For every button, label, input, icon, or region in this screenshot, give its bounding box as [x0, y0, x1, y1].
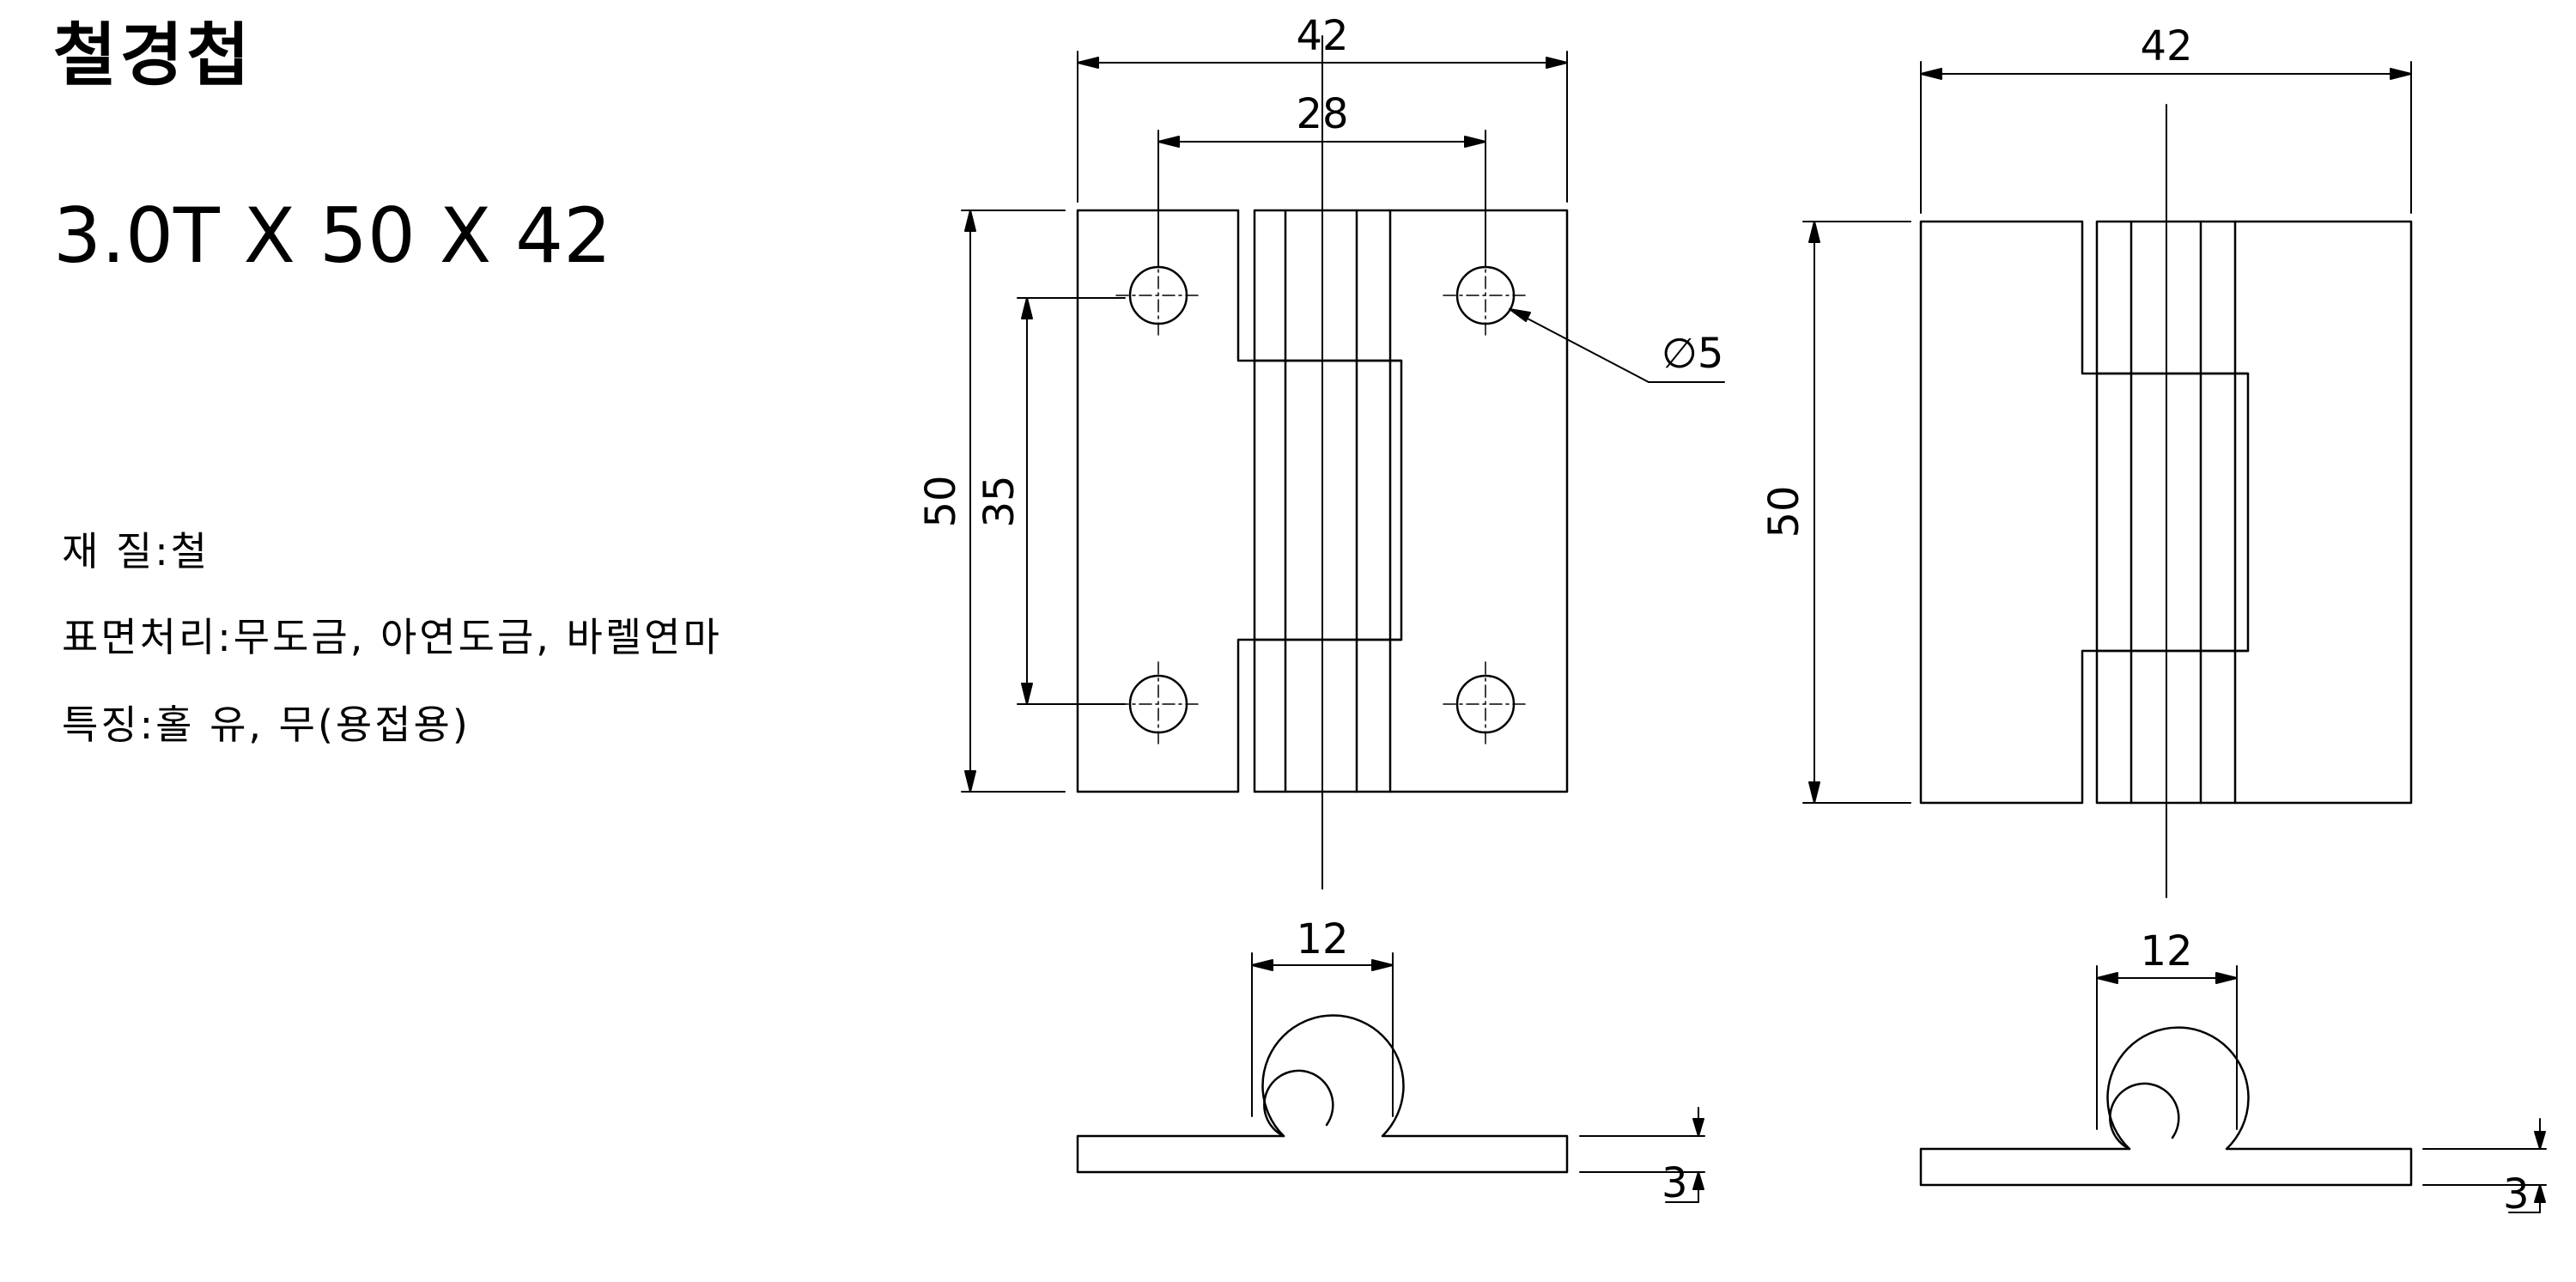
spec-material-separator: : [155, 528, 171, 574]
right-dim-overall-height [1802, 221, 1911, 804]
left-dim-hole-spacing-width [1157, 130, 1486, 267]
spec-feature-value: 홀 유, 무(용접용) [155, 702, 471, 748]
right-text-thickness: 3 [2503, 1170, 2530, 1218]
left-text-overall-height: 50 [917, 475, 965, 527]
spec-surface-value: 무도금, 아연도금, 바렐연마 [233, 614, 722, 660]
left-side-plate [1076, 1014, 1569, 1174]
left-text-hole-spacing-height: 35 [975, 475, 1024, 527]
spec-material-value: 철 [170, 528, 210, 574]
left-hole-bottom-right [1443, 661, 1528, 747]
left-hole-bottom-left [1115, 661, 1201, 747]
right-dim-knuckle-width [2096, 965, 2238, 1130]
spec-feature-separator: : [139, 702, 156, 748]
spec-feature-label: 특징 [62, 702, 140, 748]
left-dim-overall-height [961, 210, 1066, 793]
right-right-leaf-outline [2095, 220, 2413, 805]
left-text-knuckle-width: 12 [1296, 915, 1348, 963]
left-right-leaf-outline [1253, 209, 1569, 793]
left-dim-knuckle-width [1251, 952, 1394, 1117]
left-text-hole-spacing-width: 28 [1296, 90, 1348, 138]
spec-material-label: 재 질 [62, 528, 155, 574]
right-leaf-outline [1919, 220, 2250, 805]
right-side-plate [1919, 1026, 2413, 1187]
left-side-view [1076, 952, 1705, 1203]
spec-feature: 특징 : 홀 유, 무(용접용) [62, 699, 471, 750]
left-text-hole-diameter: ∅5 [1662, 330, 1723, 378]
left-text-thickness: 3 [1662, 1159, 1688, 1207]
left-dim-overall-width [1077, 51, 1568, 203]
left-leader-hole-diameter [1509, 308, 1725, 383]
spec-surface-treatment: 표면처리 : 무도금, 아연도금, 바렐연마 [62, 611, 722, 663]
size-spec: 3.0T X 50 X 42 [53, 191, 612, 280]
spec-surface-label: 표면처리 [62, 614, 218, 660]
right-text-knuckle-width: 12 [2140, 927, 2192, 975]
right-text-overall-height: 50 [1760, 485, 1808, 538]
left-dim-hole-spacing-height [1017, 297, 1126, 705]
spec-surface-separator: : [217, 614, 234, 660]
right-side-view [1919, 965, 2547, 1213]
left-text-overall-width: 42 [1296, 12, 1348, 60]
product-title: 철경첩 [53, 15, 253, 95]
right-dim-overall-width [1920, 61, 2412, 214]
left-dim-thickness [1579, 1107, 1705, 1203]
right-text-overall-width: 42 [2140, 22, 2192, 70]
left-front-view: 42 28 50 35 ∅5 12 3 [917, 12, 1725, 1207]
spec-material: 재 질 : 철 [62, 526, 210, 577]
right-side-curl [2109, 1082, 2180, 1151]
left-side-curl [1263, 1069, 1334, 1138]
right-dim-thickness [2422, 1118, 2547, 1213]
right-front-view: 42 50 12 3 [1760, 22, 2547, 1218]
